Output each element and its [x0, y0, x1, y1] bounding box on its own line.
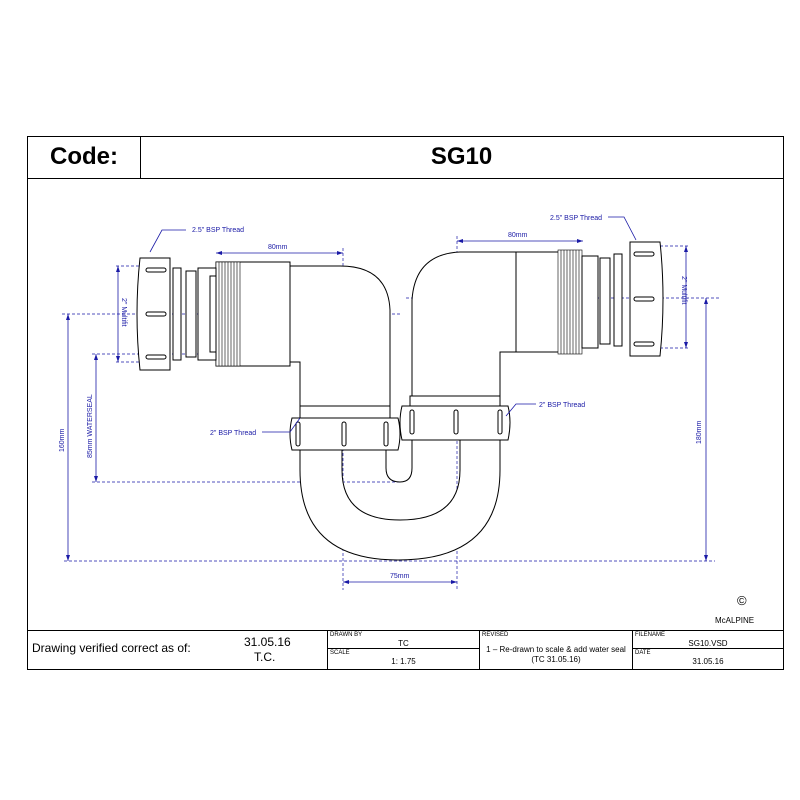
dim-top-left-width: 80mm: [268, 244, 288, 251]
scale-value: 1: 1.75: [391, 657, 416, 666]
callout-right-bottom-thread: 2" BSP Thread: [539, 402, 585, 409]
dim-top-right-width: 80mm: [508, 232, 528, 239]
copyright-symbol: ©: [737, 593, 747, 608]
drawn-by-label: DRAWN BY: [330, 632, 363, 638]
verified-label: Drawing verified correct as of:: [32, 641, 191, 655]
dim-right-multifit: 2" Multifit: [680, 276, 687, 305]
callout-left-top-thread: 2.5" BSP Thread: [192, 227, 244, 234]
revised-label: REVISED: [482, 632, 509, 638]
drawn-by-value: TC: [398, 639, 409, 648]
trap-body: [215, 251, 581, 561]
verified-date: 31.05.16: [244, 635, 291, 649]
bottom-right-nut: [399, 395, 511, 441]
dimension-arrows: [66, 239, 708, 584]
dim-left-height: 160mm: [59, 428, 66, 452]
callout-leaders: [149, 216, 637, 433]
dim-bottom-width: 75mm: [390, 573, 410, 580]
filename-label: FILENAME: [635, 632, 666, 638]
left-seal-rings: [172, 267, 217, 361]
dim-left-multifit: 2" Multifit: [120, 298, 127, 327]
filename-value: SG10.VSD: [688, 639, 728, 648]
scale-label: SCALE: [330, 650, 350, 656]
left-inlet-thread: [215, 261, 241, 367]
dim-waterseal: 85mm WATERSEAL: [87, 394, 94, 458]
verified-by: T.C.: [254, 650, 276, 664]
code-label: Code:: [50, 143, 118, 170]
dimension-lines: [67, 240, 707, 583]
dim-right-height: 180mm: [696, 420, 703, 444]
right-inlet-thread: [557, 249, 583, 355]
callout-right-top-thread: 2.5" BSP Thread: [550, 215, 602, 222]
date-value: 31.05.16: [692, 657, 724, 666]
date-label: DATE: [635, 650, 651, 656]
revised-line1: 1 – Re-drawn to scale & add water seal: [486, 645, 626, 654]
left-compression-nut: [136, 257, 171, 371]
brand-name: McALPINE: [715, 616, 754, 625]
code-value: SG10: [430, 143, 493, 170]
u-bend: [299, 439, 501, 561]
right-bend: [411, 251, 517, 403]
bottom-left-nut: [289, 405, 401, 451]
callout-left-bottom-thread: 2" BSP Thread: [210, 430, 256, 437]
revised-line2: (TC 31.05.16): [531, 655, 581, 664]
right-compression-nut: [629, 241, 664, 357]
sheet-border: [27, 136, 784, 670]
right-seal-rings: [581, 253, 623, 349]
left-bend: [289, 265, 391, 411]
